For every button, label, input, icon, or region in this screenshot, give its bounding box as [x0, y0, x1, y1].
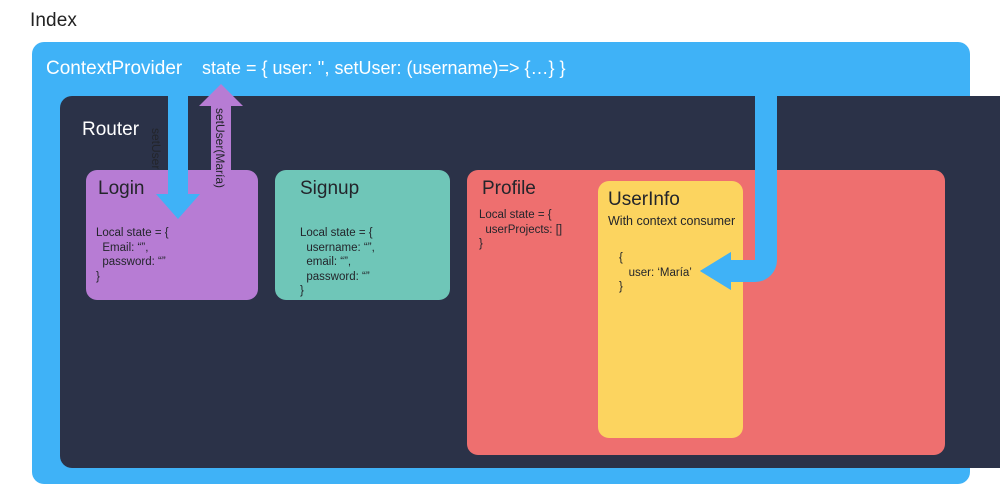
signup-card[interactable]	[275, 170, 450, 300]
signup-code: Local state = { username: “”, email: “”,…	[300, 227, 375, 297]
userinfo-code: { user: ‘María’ }	[619, 252, 692, 293]
context-provider-state-text: state = { user: '', setUser: (username)=…	[202, 58, 566, 78]
context-provider-label: ContextProvider	[46, 58, 183, 79]
set-user-maria-arrow-label: setUser(María)	[213, 108, 227, 189]
signup-title: Signup	[300, 178, 360, 199]
userinfo-title: UserInfo	[608, 189, 680, 210]
page-title: Index	[30, 10, 77, 31]
profile-code: Local state = { userProjects: [] }	[479, 209, 563, 250]
userinfo-subtitle: With context consumer	[608, 214, 736, 228]
login-code: Local state = { Email: “”, password: “” …	[96, 227, 169, 283]
set-user-arrow-label: setUser	[149, 128, 163, 170]
profile-title: Profile	[482, 178, 536, 199]
router-label: Router	[82, 119, 140, 140]
login-title: Login	[98, 178, 145, 199]
